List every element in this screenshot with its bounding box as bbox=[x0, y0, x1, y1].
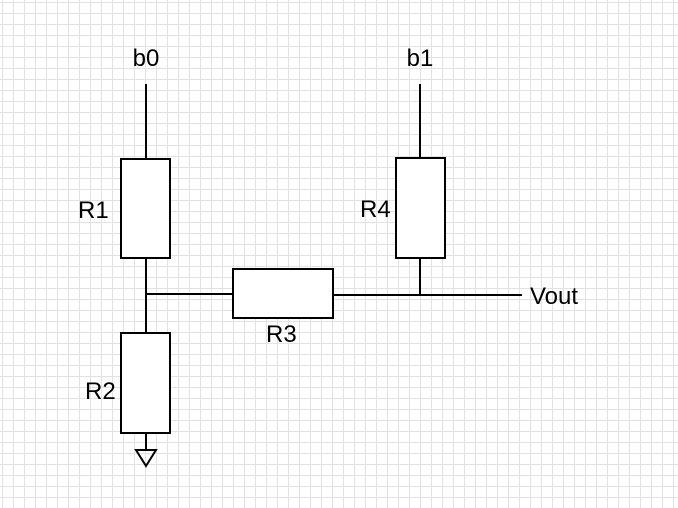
resistor-label-r1: R1 bbox=[78, 197, 109, 224]
resistor-r1 bbox=[120, 158, 171, 259]
resistor-r2 bbox=[120, 332, 171, 434]
resistor-label-r2: R2 bbox=[85, 378, 116, 405]
resistor-r4 bbox=[395, 157, 446, 259]
ground-icon bbox=[134, 449, 158, 468]
resistor-label-r3: R3 bbox=[266, 321, 297, 348]
resistor-r3 bbox=[232, 268, 334, 319]
node-label-b0: b0 bbox=[133, 45, 160, 72]
resistor-label-r4: R4 bbox=[360, 196, 391, 223]
node-label-b1: b1 bbox=[407, 45, 434, 72]
node-label-vout: Vout bbox=[530, 283, 578, 310]
